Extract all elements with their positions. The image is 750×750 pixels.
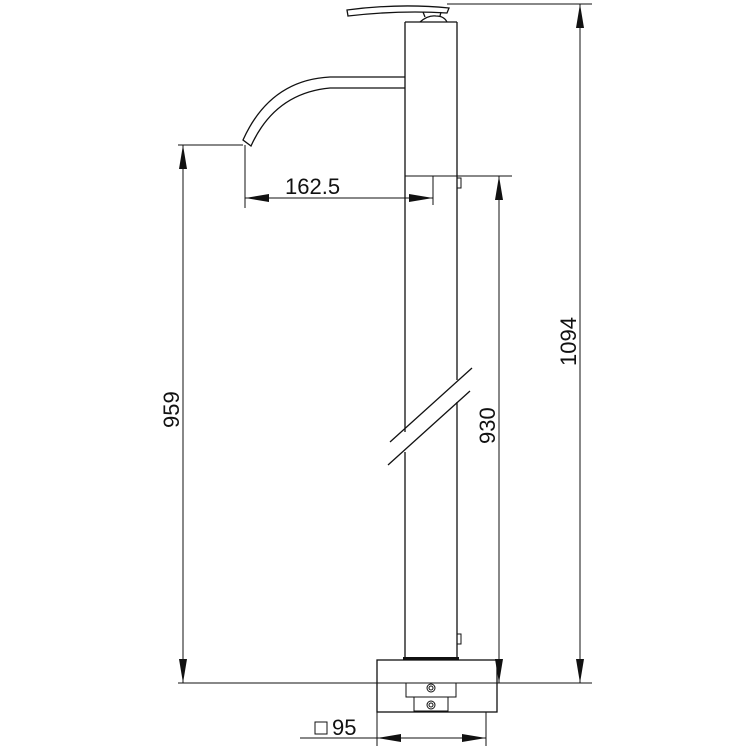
faucet-column — [387, 21, 473, 660]
base-size-label: 95 — [332, 715, 356, 740]
dimension-spout-height: 959 — [159, 145, 187, 683]
total-height-label: 1094 — [556, 317, 581, 366]
spout — [242, 76, 405, 148]
dimension-lever-height: 930 — [475, 176, 503, 683]
spout-height-label: 959 — [159, 391, 184, 428]
square-symbol-icon — [314, 721, 328, 735]
handle-lever — [346, 5, 450, 23]
dimension-base-size: 95 — [300, 715, 486, 742]
dimension-total-height: 1094 — [556, 4, 584, 683]
dimension-spout-reach: 162.5 — [245, 174, 433, 202]
base — [376, 659, 498, 713]
spout-reach-label: 162.5 — [285, 174, 340, 199]
lever-height-label: 930 — [475, 407, 500, 444]
